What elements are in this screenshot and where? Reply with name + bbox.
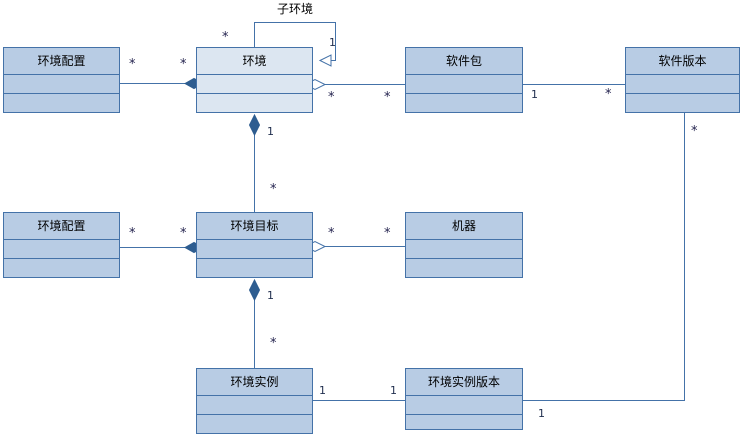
multiplicity-env-self-source: * bbox=[222, 30, 229, 45]
class-name-env-target: 环境目标 bbox=[197, 213, 312, 240]
class-operations-compartment bbox=[197, 415, 312, 434]
multiplicity-envconfig-top-left: * bbox=[129, 57, 136, 72]
hollow-triangle-arrowhead-icon bbox=[318, 54, 332, 67]
multiplicity-env-down-one: 1 bbox=[267, 125, 274, 138]
multiplicity-instver-right-one: 1 bbox=[538, 407, 545, 420]
class-box-software-pkg[interactable]: 软件包 bbox=[405, 47, 523, 113]
class-box-env[interactable]: 环境 bbox=[196, 47, 313, 113]
multiplicity-env-self-target: 1 bbox=[329, 36, 336, 49]
multiplicity-pkg-ver-left: 1 bbox=[531, 88, 538, 101]
multiplicity-softver-down-star: * bbox=[691, 124, 698, 139]
class-operations-compartment bbox=[4, 94, 119, 113]
multiplicity-instver-left-one: 1 bbox=[390, 384, 397, 397]
class-operations-compartment bbox=[197, 94, 312, 113]
class-box-env-config-mid[interactable]: 环境配置 bbox=[3, 212, 120, 278]
class-attributes-compartment bbox=[406, 240, 522, 259]
class-box-env-target[interactable]: 环境目标 bbox=[196, 212, 313, 278]
association-label-sub-env: 子环境 bbox=[277, 2, 314, 16]
filled-diamond-env-envtarget-icon bbox=[248, 113, 261, 137]
filled-diamond-envtarget-envinstance-icon bbox=[248, 278, 261, 302]
multiplicity-target-machine-right: * bbox=[384, 226, 391, 241]
class-name-env: 环境 bbox=[197, 48, 312, 75]
multiplicity-target-down-star: * bbox=[270, 336, 277, 351]
multiplicity-target-machine-left: * bbox=[328, 226, 335, 241]
class-box-env-config-top[interactable]: 环境配置 bbox=[3, 47, 120, 113]
class-attributes-compartment bbox=[4, 240, 119, 259]
class-name-env-config-mid: 环境配置 bbox=[4, 213, 119, 240]
class-attributes-compartment bbox=[197, 75, 312, 94]
class-box-env-instance-version[interactable]: 环境实例版本 bbox=[405, 368, 523, 430]
class-attributes-compartment bbox=[197, 396, 312, 415]
multiplicity-envconfig-mid-right: * bbox=[180, 226, 187, 241]
class-operations-compartment bbox=[406, 94, 522, 113]
class-operations-compartment bbox=[406, 415, 522, 434]
class-name-env-instance: 环境实例 bbox=[197, 369, 312, 396]
class-attributes-compartment bbox=[406, 75, 522, 94]
class-name-machine: 机器 bbox=[406, 213, 522, 240]
class-box-env-instance[interactable]: 环境实例 bbox=[196, 368, 313, 434]
multiplicity-instance-right-one: 1 bbox=[319, 384, 326, 397]
class-name-software-pkg: 软件包 bbox=[406, 48, 522, 75]
class-attributes-compartment bbox=[626, 75, 739, 94]
class-operations-compartment bbox=[406, 259, 522, 278]
class-attributes-compartment bbox=[197, 240, 312, 259]
class-name-env-config-top: 环境配置 bbox=[4, 48, 119, 75]
multiplicity-env-pkg-left: * bbox=[328, 90, 335, 105]
multiplicity-env-down-star: * bbox=[270, 182, 277, 197]
class-box-machine[interactable]: 机器 bbox=[405, 212, 523, 278]
multiplicity-env-pkg-right: * bbox=[384, 90, 391, 105]
class-box-software-version[interactable]: 软件版本 bbox=[625, 47, 740, 113]
class-name-software-version: 软件版本 bbox=[626, 48, 739, 75]
multiplicity-pkg-ver-right: * bbox=[605, 87, 612, 102]
multiplicity-target-down-one: 1 bbox=[267, 289, 274, 302]
class-attributes-compartment bbox=[4, 75, 119, 94]
class-operations-compartment bbox=[197, 259, 312, 278]
class-operations-compartment bbox=[4, 259, 119, 278]
multiplicity-envconfig-mid-left: * bbox=[129, 226, 136, 241]
class-attributes-compartment bbox=[406, 396, 522, 415]
class-operations-compartment bbox=[626, 94, 739, 113]
multiplicity-envconfig-top-right: * bbox=[180, 57, 187, 72]
class-name-env-instance-version: 环境实例版本 bbox=[406, 369, 522, 396]
connector-softwarever-envinstver bbox=[523, 113, 685, 401]
